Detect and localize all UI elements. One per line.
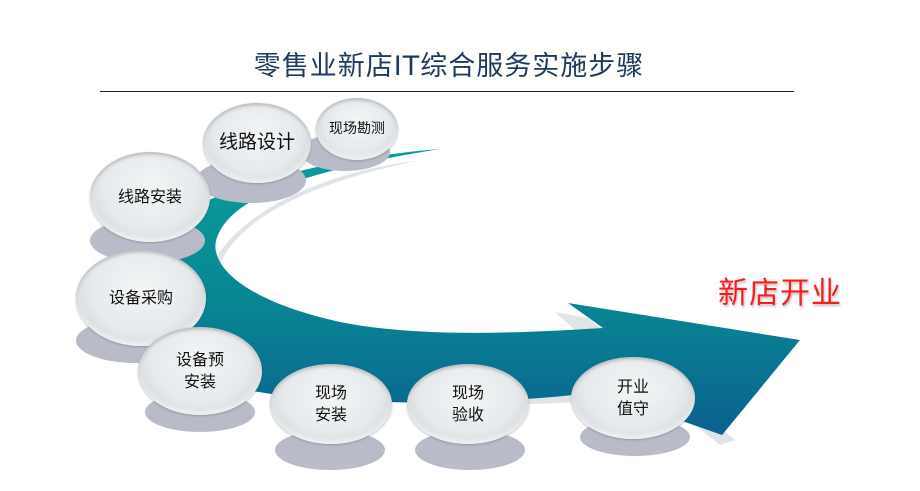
goal-label: 新店开业: [718, 276, 842, 311]
step-line-install[interactable]: 线路安装: [90, 152, 210, 242]
step-equipment-preinstall[interactable]: 设备预 安装: [138, 327, 262, 415]
step-label: 设备采购: [108, 288, 173, 308]
step-label: 线路安装: [117, 187, 182, 207]
step-label: 开业 值守: [616, 377, 649, 418]
step-line-design[interactable]: 线路设计: [203, 103, 311, 183]
title-divider: [100, 91, 794, 92]
step-label: 现场 安装: [314, 383, 347, 424]
step-site-survey[interactable]: 现场勘测: [316, 98, 398, 160]
step-label: 现场勘测: [329, 120, 385, 137]
page-title: 零售业新店IT综合服务实施步骤: [253, 51, 645, 82]
step-label: 线路设计: [218, 131, 295, 154]
step-label: 设备预 安装: [175, 350, 224, 391]
step-opening-support[interactable]: 开业 值守: [571, 357, 695, 439]
step-onsite-install[interactable]: 现场 安装: [270, 364, 392, 444]
step-label: 现场 验收: [451, 383, 484, 424]
step-onsite-acceptance[interactable]: 现场 验收: [407, 364, 529, 444]
